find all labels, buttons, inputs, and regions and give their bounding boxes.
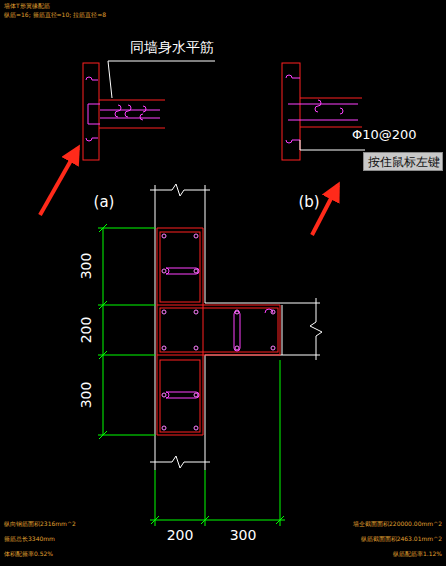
dimension: 200 xyxy=(79,317,94,344)
section-stat: 墙全截面面积220000.00mm^2 xyxy=(353,521,442,528)
detail-b xyxy=(282,63,365,235)
detail-label: (b) xyxy=(298,194,319,211)
drawing-title: 墙体T形翼缘配筋 xyxy=(4,3,50,10)
section-stat: 纵向钢筋面积2316mm^2 xyxy=(4,521,76,528)
rebar-note: 纵筋=16; 箍筋直径=10; 拉筋直径=8 xyxy=(4,12,106,19)
section-stat: 箍筋总长3340mm xyxy=(4,536,55,543)
dimension: 200 xyxy=(167,528,194,543)
dimension-lines xyxy=(98,224,285,526)
dimension: 300 xyxy=(79,253,94,280)
dimension: 300 xyxy=(79,382,94,409)
section-stat: 体积配箍率0.52% xyxy=(4,551,53,558)
tooltip-box: 按住鼠标左键 xyxy=(363,152,443,171)
rebar-callout: Φ10@200 xyxy=(352,128,417,142)
detail-label: (a) xyxy=(94,194,115,211)
detail-a xyxy=(40,61,215,215)
dimension: 300 xyxy=(230,528,257,543)
section-stat: 纵筋截面面积2463.01mm^2 xyxy=(361,536,442,543)
section-stat: 纵筋配筋率1.12% xyxy=(393,551,442,558)
t-wall-section xyxy=(150,184,322,470)
rebar-callout: 同墙身水平筋 xyxy=(130,40,214,55)
tooltip-text: 按住鼠标左键 xyxy=(368,155,438,169)
